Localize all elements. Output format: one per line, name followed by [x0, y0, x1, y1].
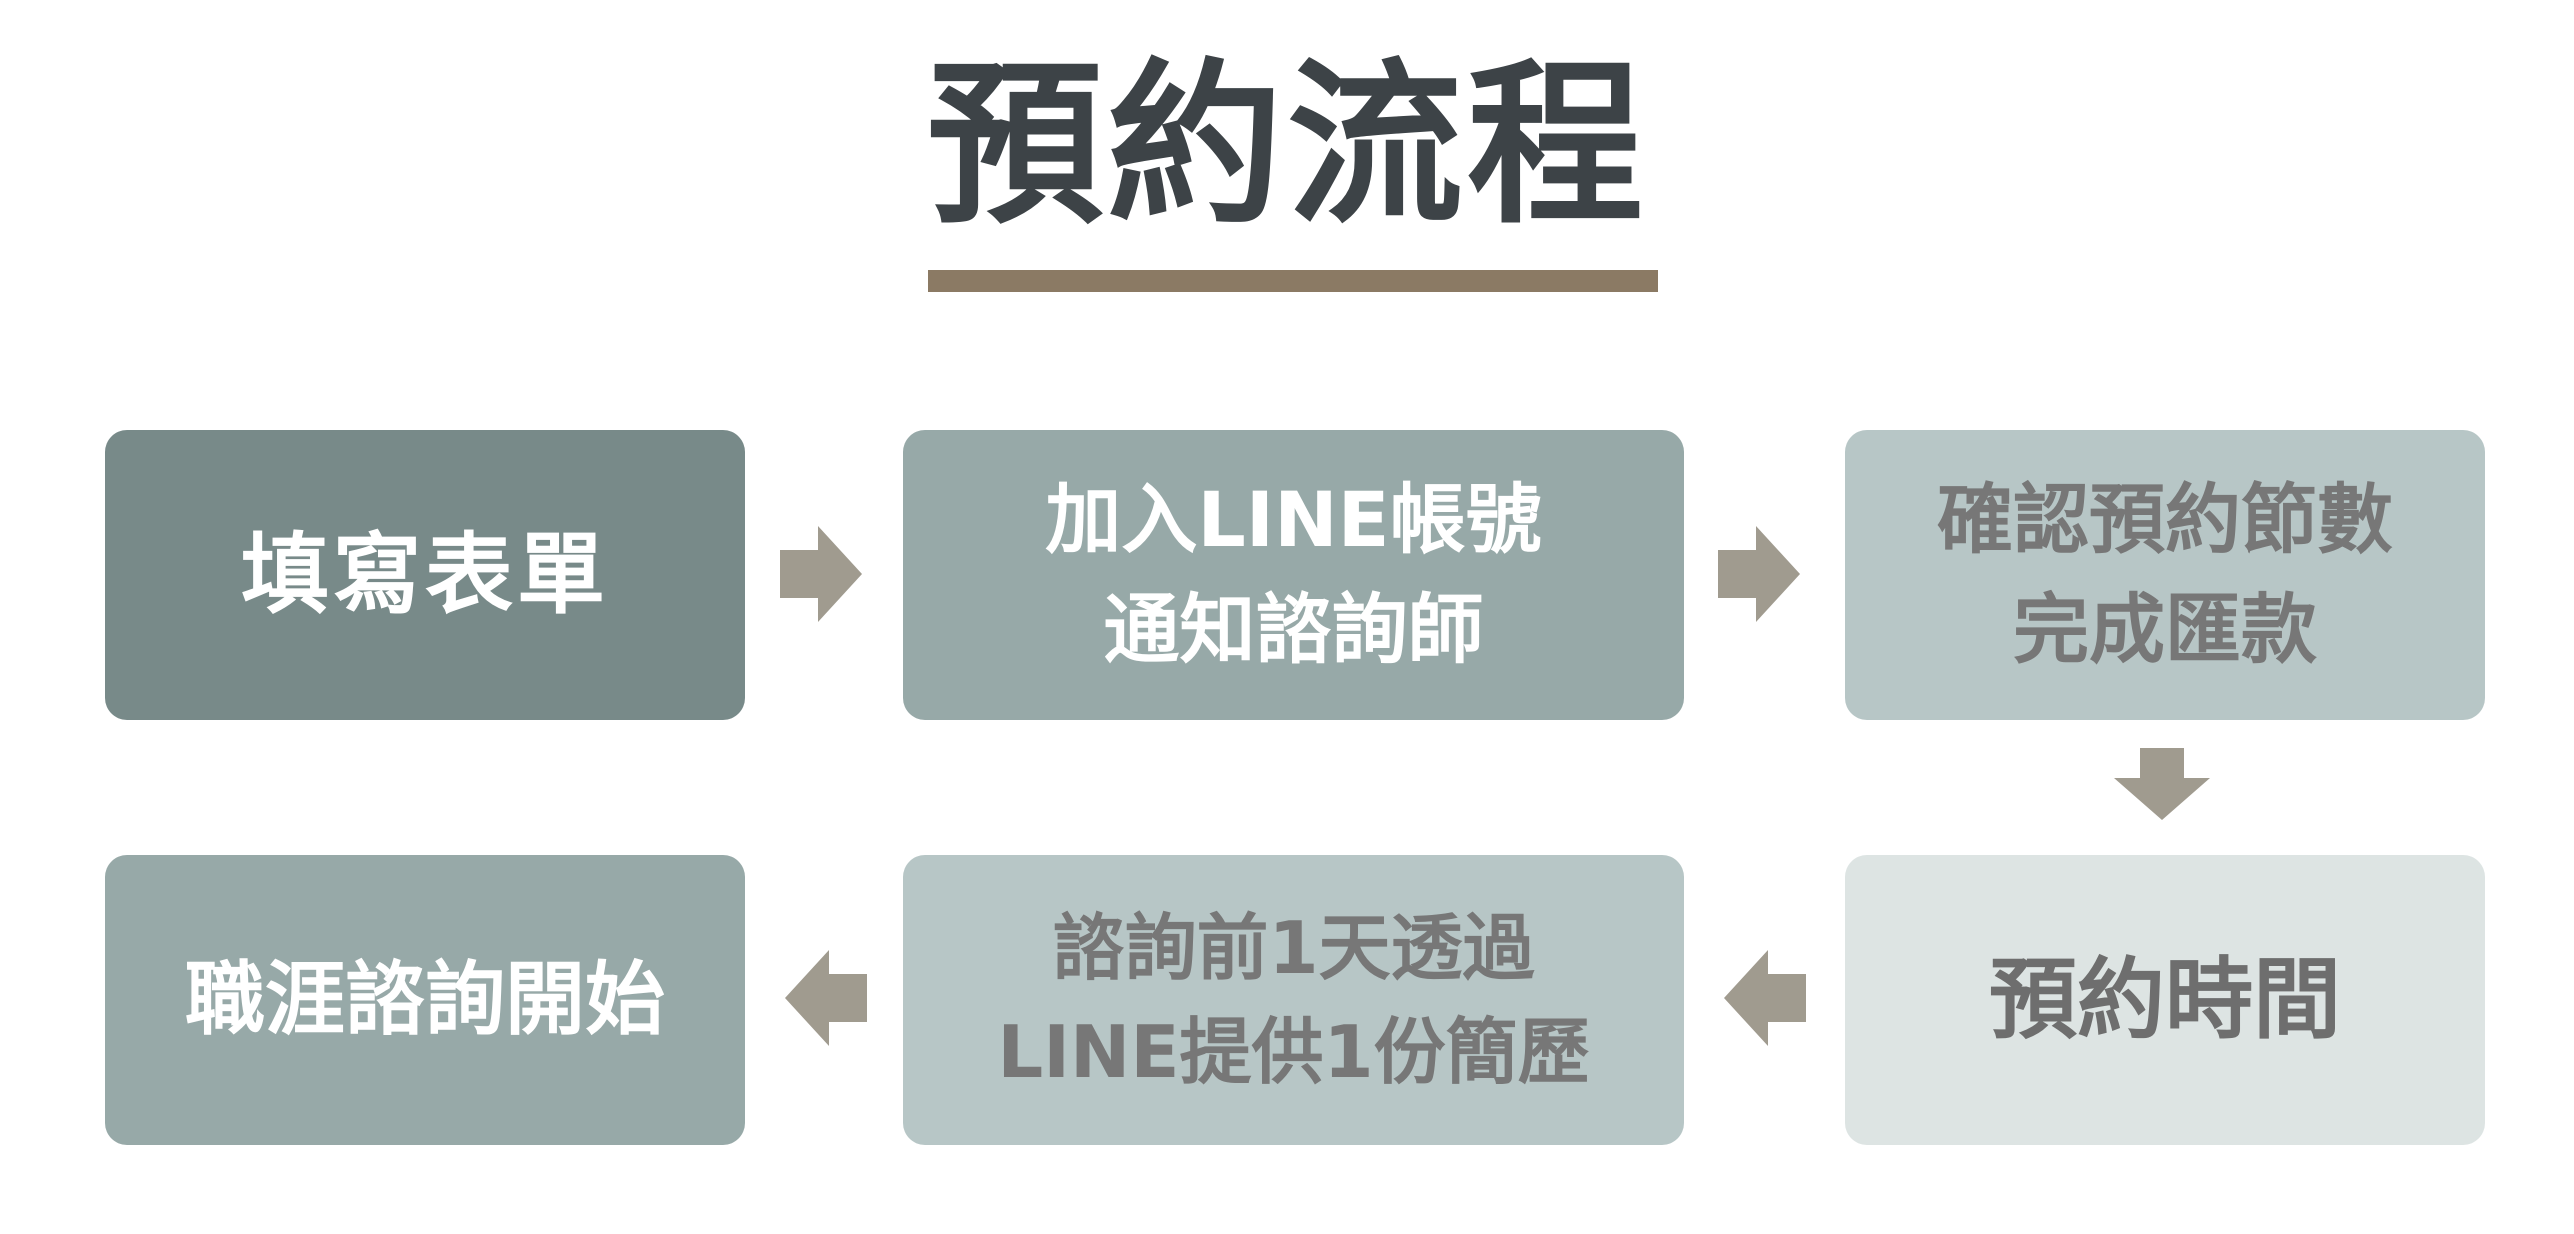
step-label: 加入LINE帳號 [1045, 474, 1542, 564]
arrow-right-icon [780, 526, 862, 622]
title-underline [928, 270, 1658, 292]
step-label: 完成匯款 [2013, 585, 2317, 674]
step-label: 填寫表單 [240, 523, 609, 627]
step-book-time: 預約時間 [1845, 855, 2485, 1145]
step-label: 諮詢前1天透過 [1052, 905, 1535, 990]
step-label: 職涯諮詢開始 [185, 953, 665, 1046]
step-career-consult-start: 職涯諮詢開始 [105, 855, 745, 1145]
step-send-resume: 諮詢前1天透過 LINE提供1份簡歷 [903, 855, 1684, 1145]
arrow-right-icon [1718, 526, 1800, 622]
page-title: 預約流程 [926, 43, 1647, 248]
step-label: 預約時間 [1988, 948, 2341, 1052]
arrow-left-icon [1724, 950, 1806, 1046]
step-label: 確認預約節數 [1937, 474, 2393, 564]
step-confirm-payment: 確認預約節數 完成匯款 [1845, 430, 2485, 720]
step-add-line: 加入LINE帳號 通知諮詢師 [903, 430, 1684, 720]
step-label: LINE提供1份簡歷 [997, 1010, 1590, 1094]
step-label: 通知諮詢師 [1103, 585, 1484, 674]
arrow-left-icon [785, 950, 867, 1046]
arrow-down-icon [2114, 748, 2210, 820]
step-fill-form: 填寫表單 [105, 430, 745, 720]
